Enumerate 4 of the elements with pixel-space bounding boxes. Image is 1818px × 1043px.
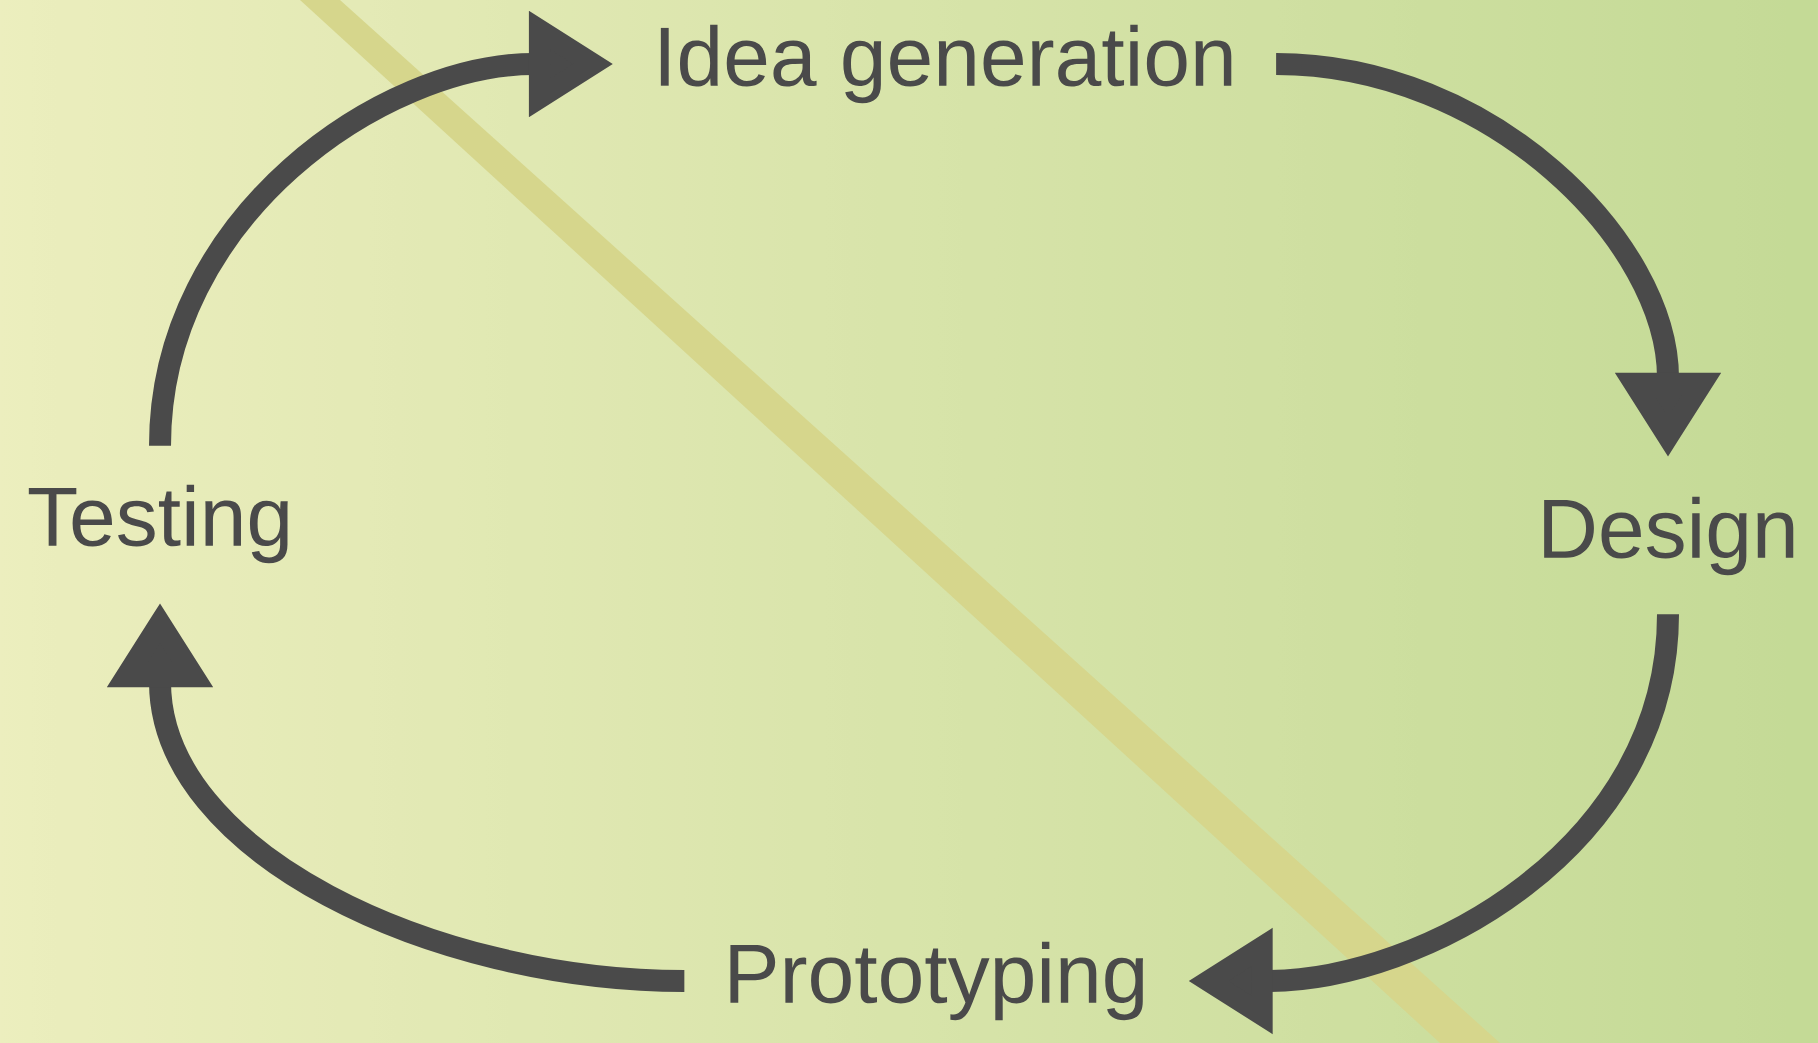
step-label: Idea generation — [660, 24, 1232, 104]
step-label: Design — [1544, 496, 1794, 576]
step-label: Prototyping — [730, 941, 1143, 1021]
step-label: Testing — [28, 484, 288, 564]
